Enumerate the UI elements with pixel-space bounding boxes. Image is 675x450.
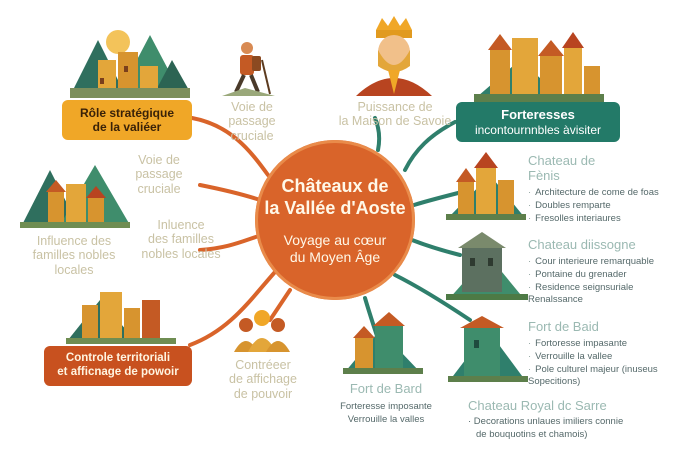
list-item: Fortoresse impasante: [528, 338, 666, 351]
connector-voie-mid: [198, 183, 262, 202]
connector-affichage: [268, 288, 292, 322]
role-banner-line2: de la valiéer: [92, 120, 162, 134]
controle-banner-line1: Controle territoriali: [65, 352, 171, 365]
controle-banner-line2: et afficnage de powoir: [57, 366, 179, 378]
influence-left-label: Influence des familles nobles locales: [32, 234, 116, 277]
controle-sub-label: Contréeer de affichage de pouvoir: [229, 358, 297, 401]
connector-forteresses: [403, 120, 457, 172]
castle-illustration-top-left: [70, 30, 190, 98]
puissance-label: Puissance de la Maison de Savoie: [338, 100, 452, 129]
central-title: Châteaux de la Vallée d'Aoste: [255, 176, 415, 219]
list-item: Fresolles interiaures: [528, 213, 673, 226]
connector-issogne: [410, 238, 462, 257]
connector-role: [190, 116, 270, 177]
sarre-title: Chateau Royal dc Sarre: [468, 398, 607, 413]
forteresses-banner-line2: incontournnbles àvisiter: [474, 122, 602, 137]
hiker-icon: [222, 42, 275, 96]
central-node: [255, 140, 415, 300]
people-group-icon: [234, 310, 290, 352]
role-banner: Rôle stratégique de la valiéer: [62, 100, 192, 140]
castle-illustration-bard-right: [448, 316, 528, 382]
list-item: Doubles remparte: [528, 200, 673, 213]
controle-banner: Controle territoriali et afficnage de po…: [44, 346, 192, 386]
central-subtitle-line2: du Moyen Âge: [289, 248, 381, 265]
castle-illustration-bard-bottom: [343, 312, 423, 374]
king-icon: [356, 16, 432, 96]
list-item: Pontaine du grenader: [528, 269, 668, 282]
central-title-line2: la Vallée d'Aoste: [264, 197, 406, 218]
central-subtitle-line1: Voyage au cœur: [283, 232, 387, 248]
forteresses-banner-line1: Forteresses: [501, 107, 575, 122]
castle-illustration-issogne: [446, 232, 528, 300]
list-item: Residence seignsuriale Renalssance: [528, 282, 668, 308]
connector-controle: [188, 270, 277, 347]
central-title-line1: Châteaux de: [281, 176, 389, 196]
list-item: Architecture de come de foas: [528, 187, 673, 200]
role-banner-line1: Rôle stratégique: [79, 105, 175, 120]
castle-illustration-top-right: [474, 32, 604, 102]
fenis-title: Chateau de Fènis: [528, 153, 596, 183]
voie-top-label: Voie de passage cruciale: [228, 100, 276, 143]
bard-bottom-title: Fort de Bard: [349, 381, 423, 396]
list-item: Verrouille la vallee: [528, 351, 666, 364]
voie-mid-label: Voie de passage cruciale: [135, 153, 183, 196]
fenis-bullets: Architecture de come de foas Doubles rem…: [528, 187, 673, 225]
issogne-title: Chateau diissogne: [528, 237, 636, 252]
castle-illustration-fenis: [446, 152, 526, 220]
issogne-bullets: Cour interieure remarquable Pontaine du …: [528, 256, 668, 307]
influence-mid-label: Inluence des familles nobles locales: [141, 218, 221, 261]
bard-right-title: Fort de Baid: [528, 319, 599, 334]
bard-bottom-lines: Forteresse imposante Verrouille la valle…: [340, 401, 432, 426]
forteresses-banner: Forteresses incontournnbles àvisiter: [456, 102, 620, 142]
castle-illustration-left-mid: [20, 165, 130, 228]
connector-puissance: [373, 116, 382, 152]
connector-bard-right: [393, 273, 472, 322]
central-subtitle: Voyage au cœur du Moyen Âge: [255, 232, 415, 266]
list-item: Pole culturel majeur (inuseus Sopecition…: [528, 364, 666, 390]
sarre-lines: · Decorations unlaues imiliers connie de…: [468, 416, 624, 440]
castle-illustration-bottom-left: [66, 292, 176, 344]
bard-right-bullets: Fortoresse impasante Verrouille la valle…: [528, 338, 666, 389]
connectors-left: [188, 116, 292, 347]
list-item: Cour interieure remarquable: [528, 256, 668, 269]
